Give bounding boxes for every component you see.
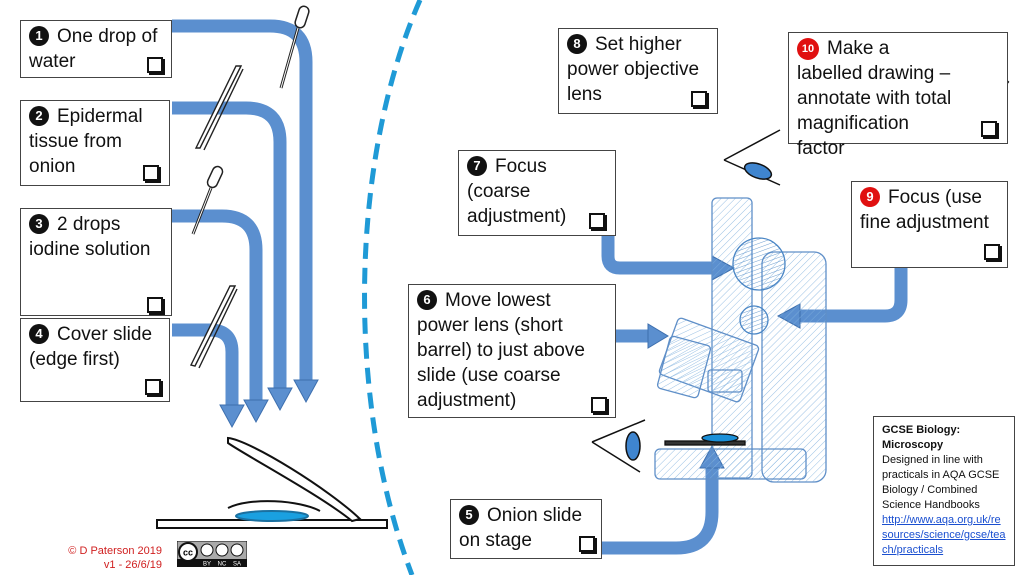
section-divider xyxy=(362,0,423,575)
info-title: GCSE Biology: Microscopy xyxy=(882,424,961,451)
step-text: Make a labelled drawing – annotate with … xyxy=(797,38,952,159)
step-number-badge: 2 xyxy=(29,106,49,126)
eye-icon xyxy=(591,419,646,473)
checkbox-icon[interactable] xyxy=(984,244,1000,260)
cc-badge-text: cc xyxy=(183,548,193,558)
pipette-icon xyxy=(191,165,224,235)
step-number-badge: 9 xyxy=(860,187,880,207)
checkbox-icon[interactable] xyxy=(691,91,707,107)
checkbox-icon[interactable] xyxy=(589,213,605,229)
pipette-icon xyxy=(279,5,310,89)
step-number-badge: 8 xyxy=(567,34,587,54)
step-text: Move lowest power lens (short barrel) to… xyxy=(417,290,585,411)
info-body: Designed in line with practicals in AQA … xyxy=(882,454,1000,511)
forceps-icon xyxy=(189,285,238,369)
step-number-badge: 10 xyxy=(797,38,819,60)
author-credit: © D Paterson 2019 v1 - 26/6/19 xyxy=(40,544,162,572)
checkbox-icon[interactable] xyxy=(147,57,163,73)
step-text: Focus (coarse adjustment) xyxy=(467,156,567,227)
slide-drawing xyxy=(156,436,388,529)
checkbox-icon[interactable] xyxy=(579,536,595,552)
checkbox-icon[interactable] xyxy=(143,165,159,181)
cc-license-badge: cc BY NC SA xyxy=(177,541,247,567)
step-text: Epidermal tissue from onion xyxy=(29,106,143,177)
info-panel: GCSE Biology: Microscopy Designed in lin… xyxy=(873,416,1015,566)
cc-label-by: BY xyxy=(203,562,211,568)
step-text: Cover slide (edge first) xyxy=(29,324,153,370)
checkbox-icon[interactable] xyxy=(591,397,607,413)
forceps-icon xyxy=(194,65,244,151)
checkbox-icon[interactable] xyxy=(145,379,161,395)
practicals-link[interactable]: http://www.aqa.org.uk/resources/science/… xyxy=(882,514,1006,556)
step-number-badge: 3 xyxy=(29,214,49,234)
step-text: Set higher power objective lens xyxy=(567,34,700,105)
cc-label-sa: SA xyxy=(233,562,241,568)
left-flow-arrows xyxy=(172,19,313,405)
step-number-badge: 1 xyxy=(29,26,49,46)
step-number-badge: 4 xyxy=(29,324,49,344)
step-number-badge: 6 xyxy=(417,290,437,310)
right-flow-arrows xyxy=(601,236,908,555)
step-number-badge: 5 xyxy=(459,505,479,525)
step-text: One drop of water xyxy=(29,26,158,72)
step-number-badge: 7 xyxy=(467,156,487,176)
checkbox-icon[interactable] xyxy=(147,297,163,313)
credit-line-2: v1 - 26/6/19 xyxy=(103,559,162,571)
step-text: 2 drops iodine solution xyxy=(29,214,151,260)
cc-label-nc: NC xyxy=(218,562,227,568)
step-text: Focus (use fine adjustment xyxy=(860,187,989,233)
eye-icon xyxy=(723,129,781,186)
left-arrowheads xyxy=(219,379,319,429)
microscope-icon xyxy=(654,197,827,483)
credit-line-1: © D Paterson 2019 xyxy=(68,545,162,557)
checkbox-icon[interactable] xyxy=(981,121,997,137)
step-text: Onion slide on stage xyxy=(459,505,583,551)
